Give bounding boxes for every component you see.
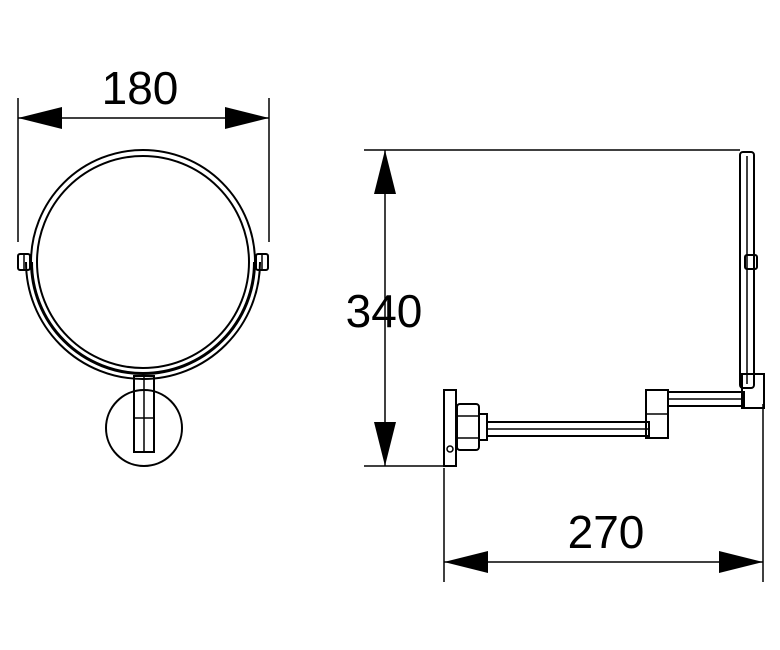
- front-view: 180: [17, 62, 270, 467]
- width-arrow-left: [18, 107, 62, 129]
- side-wall-screw: [446, 445, 454, 453]
- height-arrow-bottom: [374, 422, 396, 466]
- mirror-pivot-side: [744, 254, 758, 270]
- side-wall-plate: [443, 389, 457, 467]
- width-dimension-label: 180: [102, 62, 179, 114]
- mirror-yoke: [25, 261, 261, 380]
- mirror-yoke-inner: [31, 261, 255, 374]
- width-dimension: 180: [17, 62, 270, 242]
- mount-collar: [478, 413, 488, 441]
- projection-dimension-label: 270: [568, 506, 645, 558]
- height-dimension-label: 340: [346, 285, 423, 337]
- mirror-inner-ring: [36, 155, 250, 369]
- width-arrow-right: [225, 107, 269, 129]
- projection-dimension: 270: [443, 404, 764, 582]
- height-arrow-top: [374, 150, 396, 194]
- mount-nut: [456, 403, 480, 451]
- projection-arrow-left: [444, 551, 488, 573]
- projection-arrow-right: [719, 551, 763, 573]
- side-view: 340 270: [346, 149, 765, 582]
- mirror-bracket: [741, 373, 765, 409]
- height-dimension: 340: [346, 149, 740, 467]
